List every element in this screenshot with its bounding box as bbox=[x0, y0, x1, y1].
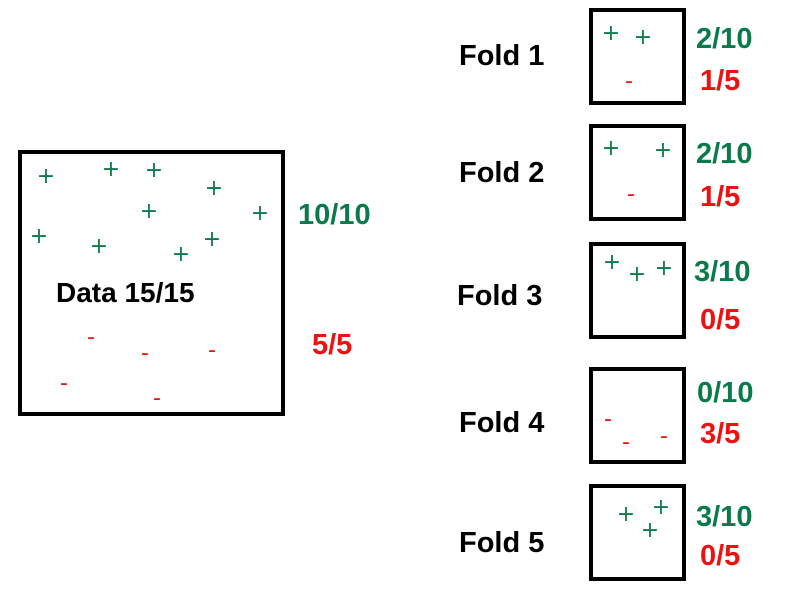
fold-1-negative-count: 1/5 bbox=[700, 65, 741, 97]
fold-3-box bbox=[589, 242, 686, 339]
positive-mark: + bbox=[139, 199, 159, 224]
fold-3-negative-count: 0/5 bbox=[700, 304, 741, 336]
negative-mark: - bbox=[208, 338, 216, 363]
fold-1-label: Fold 1 bbox=[459, 40, 545, 72]
positive-mark: + bbox=[144, 158, 164, 183]
fold-1-positive-count: 2/10 bbox=[696, 23, 753, 55]
positive-mark: + bbox=[640, 518, 660, 543]
positive-mark: + bbox=[653, 138, 673, 163]
positive-mark: + bbox=[601, 136, 621, 161]
fold-5-positive-count: 3/10 bbox=[696, 501, 753, 533]
data-negative-count: 5/5 bbox=[312, 329, 353, 361]
fold-4-box bbox=[589, 367, 686, 464]
positive-mark: + bbox=[101, 157, 121, 182]
negative-mark: - bbox=[660, 424, 668, 449]
positive-mark: + bbox=[627, 262, 647, 287]
fold-4-label: Fold 4 bbox=[459, 407, 545, 439]
negative-mark: - bbox=[627, 182, 635, 207]
fold-3-positive-count: 3/10 bbox=[694, 256, 751, 288]
fold-2-label: Fold 2 bbox=[459, 157, 545, 189]
positive-mark: + bbox=[171, 242, 191, 267]
data-box bbox=[18, 150, 285, 416]
fold-5-label: Fold 5 bbox=[459, 527, 545, 559]
fold-5-negative-count: 0/5 bbox=[700, 540, 741, 572]
fold-2-negative-count: 1/5 bbox=[700, 181, 741, 213]
positive-mark: + bbox=[633, 25, 653, 50]
negative-mark: - bbox=[87, 325, 95, 350]
fold-2-positive-count: 2/10 bbox=[696, 138, 753, 170]
positive-mark: + bbox=[651, 495, 671, 520]
data-label: Data 15/15 bbox=[56, 277, 195, 308]
positive-mark: + bbox=[250, 201, 270, 226]
positive-mark: + bbox=[602, 250, 622, 275]
fold-4-negative-count: 3/5 bbox=[700, 418, 741, 450]
positive-mark: + bbox=[601, 21, 621, 46]
fold-3-label: Fold 3 bbox=[457, 280, 543, 312]
fold-4-positive-count: 0/10 bbox=[697, 377, 754, 409]
negative-mark: - bbox=[604, 407, 612, 432]
negative-mark: - bbox=[60, 371, 68, 396]
fold-1-box bbox=[589, 8, 686, 105]
positive-mark: + bbox=[89, 234, 109, 259]
negative-mark: - bbox=[625, 69, 633, 94]
positive-mark: + bbox=[616, 502, 636, 527]
positive-mark: + bbox=[29, 224, 49, 249]
negative-mark: - bbox=[141, 341, 149, 366]
fold-2-box bbox=[589, 124, 686, 221]
fold-5-box bbox=[589, 484, 686, 581]
data-positive-count: 10/10 bbox=[298, 199, 371, 231]
negative-mark: - bbox=[622, 430, 630, 455]
positive-mark: + bbox=[204, 176, 224, 201]
positive-mark: + bbox=[202, 227, 222, 252]
positive-mark: + bbox=[654, 256, 674, 281]
negative-mark: - bbox=[153, 386, 161, 411]
positive-mark: + bbox=[36, 164, 56, 189]
